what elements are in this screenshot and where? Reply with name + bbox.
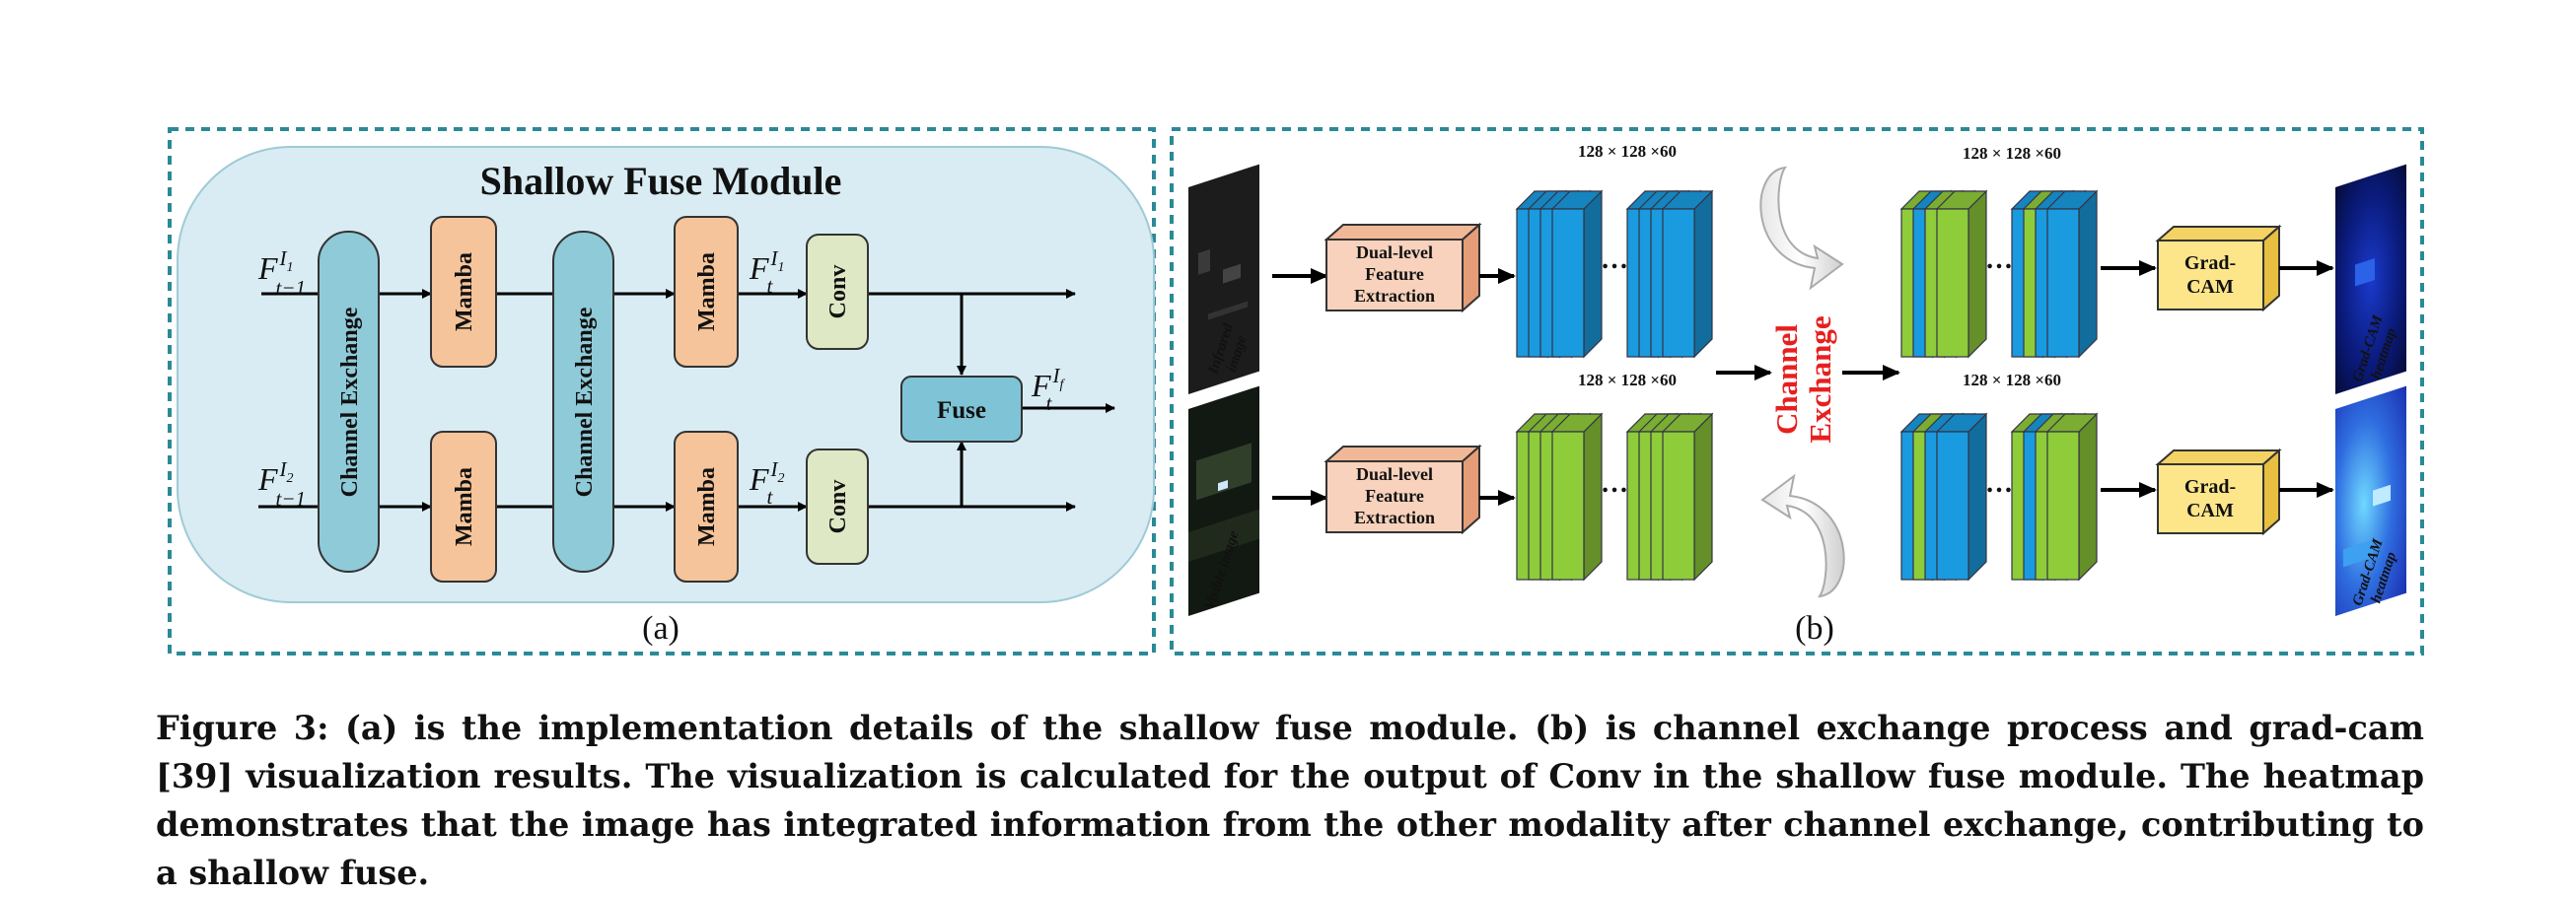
green-stack-bottom-left-sheet-4 <box>1550 412 1604 582</box>
dims-label-3: 128 × 128 ×60 <box>1963 144 2061 163</box>
gradcam-block-top: Grad-CAM <box>2155 224 2282 312</box>
mixed-stack-top-right-sheet-4 <box>2045 189 2099 359</box>
channel-exchange-block-1 <box>318 231 380 573</box>
ellipsis-2: … <box>1601 468 1628 499</box>
panel-b-sublabel: (b) <box>1795 610 1834 647</box>
gradcam-label-top: Grad-CAM <box>2184 252 2236 298</box>
blue-stack-top-left-sheet-4 <box>1550 189 1604 359</box>
fuse-block <box>900 376 1023 443</box>
conv-block-bottom <box>806 448 869 565</box>
channel-exchange-label-2: Channel Exchange <box>572 307 598 497</box>
channel-exchange-block-2 <box>552 231 614 573</box>
channel-exchange-label-1: Channel Exchange <box>337 307 363 497</box>
mamba-label-bottom-1: Mamba <box>452 467 477 546</box>
curl-arrow-bottom <box>1760 473 1845 598</box>
mamba-block-top-1 <box>430 216 497 368</box>
gradcam-label-bottom: Grad-CAM <box>2184 476 2236 521</box>
mamba-label-bottom-2: Mamba <box>694 467 720 546</box>
ellipsis-4: … <box>1985 468 2013 499</box>
conv-label-bottom: Conv <box>825 480 851 534</box>
heatmap-top <box>2335 164 2406 394</box>
mixed-stack-bottom-right-sheet-4 <box>2045 412 2099 582</box>
blue-stack-top-right-sheet-4 <box>1661 189 1714 359</box>
module-title: Shallow Fuse Module <box>480 159 842 203</box>
gradcam-block-bottom: Grad-CAM <box>2155 448 2282 536</box>
panel-a: Shallow Fuse Module Channel Exchange Cha… <box>168 127 1156 656</box>
dims-label-1: 128 × 128 ×60 <box>1578 142 1677 161</box>
feature-map-stacks <box>1515 189 2099 582</box>
green-stack-bottom-right-sheet-4 <box>1661 412 1714 582</box>
channel-exchange-word-1: Channel <box>1769 324 1804 435</box>
infrared-image <box>1188 164 1259 394</box>
mamba-block-bottom-1 <box>430 431 497 583</box>
figure-caption: Figure 3: (a) is the implementation deta… <box>156 709 2424 892</box>
panel-a-sublabel: (a) <box>642 610 680 647</box>
ellipsis-3: … <box>1985 244 2013 275</box>
ellipsis-1: … <box>1601 244 1628 275</box>
fuse-label: Fuse <box>937 397 986 424</box>
mamba-block-bottom-2 <box>674 431 739 583</box>
heatmap-bottom <box>2335 385 2406 616</box>
channel-exchange-word-2: Exchange <box>1803 315 1837 443</box>
dims-label-4: 128 × 128 ×60 <box>1963 371 2061 389</box>
visible-image <box>1188 385 1259 616</box>
mamba-label-top-1: Mamba <box>452 252 477 331</box>
mixed-stack-bottom-left-sheet-4 <box>1935 412 1988 582</box>
mamba-label-top-2: Mamba <box>694 252 720 331</box>
conv-label-top: Conv <box>825 265 851 319</box>
mixed-stack-top-left-sheet-4 <box>1935 189 1988 359</box>
panel-b-border <box>1170 127 2424 656</box>
shallow-fuse-module-background <box>177 146 1155 603</box>
conv-block-top <box>806 234 869 350</box>
curl-arrow-top <box>1759 166 1844 291</box>
mamba-block-top-2 <box>674 216 739 368</box>
dims-label-2: 128 × 128 ×60 <box>1578 371 1677 389</box>
